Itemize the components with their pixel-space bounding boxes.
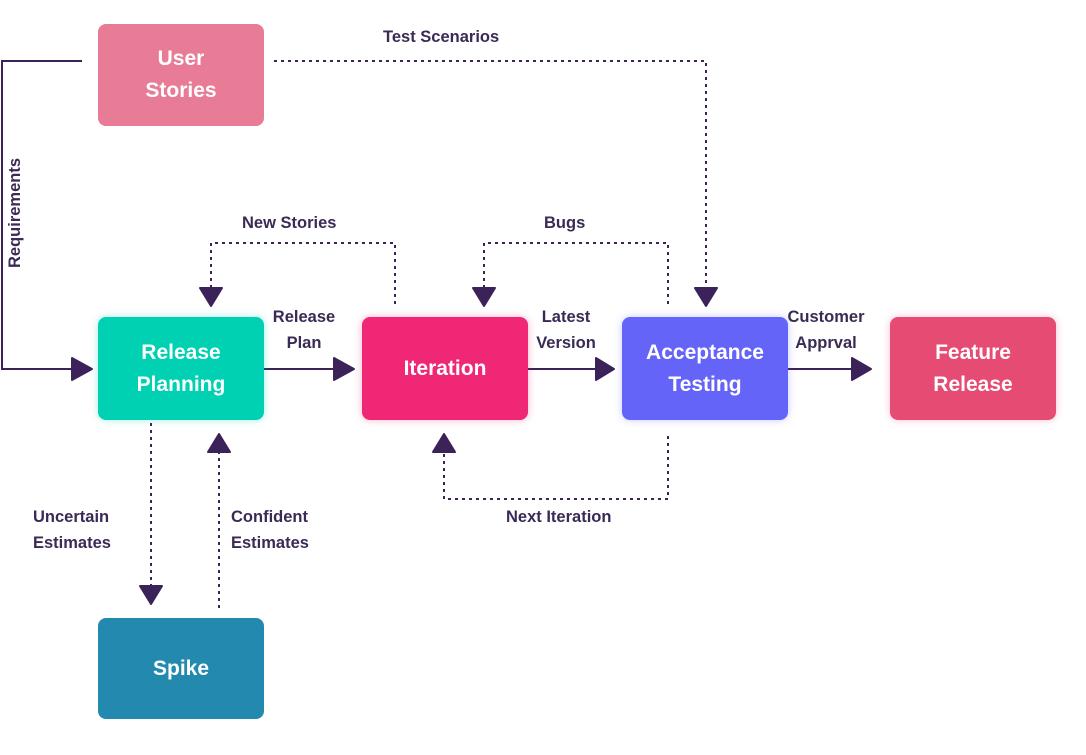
label-release-plan: Release Plan [272,308,336,352]
label-next-iteration: Next Iteration [506,508,612,526]
label-test-scenarios: Test Scenarios [383,28,500,46]
label-confident-estimates: Confident Estimates [231,508,309,552]
label-requirements: Requirements [6,157,24,268]
label-uncertain-estimates: Uncertain Estimates [33,508,111,552]
node-feature-release: Feature Release [890,317,1056,420]
node-user-stories: User Stories [98,24,264,126]
requirements-connector [1,60,82,370]
label-bugs: Bugs [544,214,586,232]
arrowhead-release-plan [333,357,355,381]
arrowhead-requirements [71,357,93,381]
arrowhead-latest-version [595,357,615,381]
new-stories-connector [210,242,396,304]
arrowhead-test-scenarios [694,287,718,307]
node-release-planning: Release Planning [98,317,264,420]
node-spike: Spike [98,618,264,719]
node-iteration: Iteration [362,317,528,420]
arrowhead-next-iteration [432,433,456,453]
arrowhead-confident-estimates [207,433,231,453]
label-customer-approval: Customer Apprval [787,308,865,352]
next-iteration-connector [443,436,669,500]
arrowhead-bugs [472,287,496,307]
node-acceptance-testing: Acceptance Testing [622,317,788,420]
arrowhead-customer-approval [851,357,872,381]
test-scenarios-connector [274,60,707,288]
arrowhead-uncertain-estimates [139,585,163,605]
label-latest-version: Latest Version [536,308,596,352]
arrowhead-new-stories [199,287,223,307]
label-new-stories: New Stories [242,214,337,232]
bugs-connector [483,242,669,304]
